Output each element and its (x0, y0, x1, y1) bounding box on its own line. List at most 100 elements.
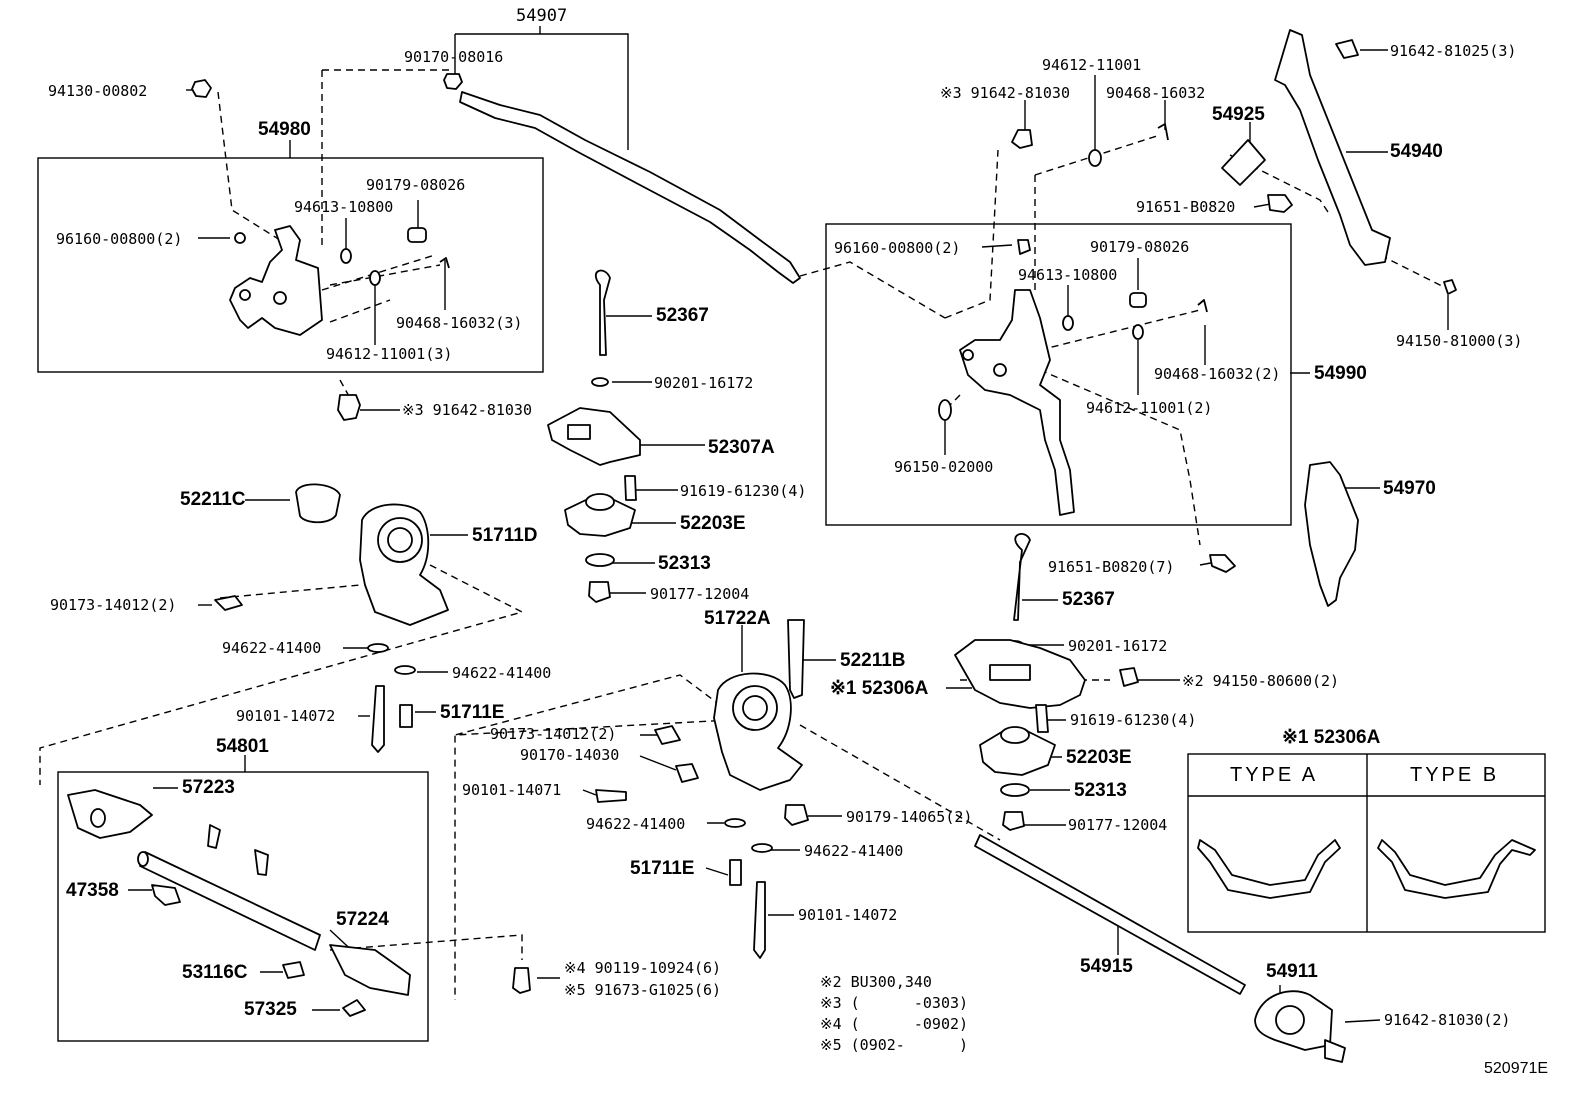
part-number-91619-61230: 91619-61230(4) (1070, 711, 1197, 729)
bolt-icon (624, 475, 637, 501)
part-number-96160-00800: 96160-00800(2) (56, 230, 183, 248)
part-number-94613-10800: 94613-10800 (1018, 266, 1118, 284)
nut-icon (784, 804, 809, 826)
part-number-54907: 54907 (516, 6, 568, 26)
part-number-52203E: 52203E (680, 513, 746, 534)
part-number-53116C: 53116C (182, 962, 248, 983)
bracket-assembly-54980 (229, 225, 323, 336)
plate-54925 (1221, 139, 1266, 186)
part-number-51711D: 51711D (472, 525, 538, 546)
group-box-54801 (57, 771, 429, 1042)
diagram-code: 520971E (1484, 1060, 1549, 1077)
part-number-94622-41400: 94622-41400 (586, 815, 686, 833)
part-number-91673-G1025: ※5 91673-G1025(6) (564, 981, 722, 999)
bolt-icon (595, 789, 627, 803)
part-number-90468-16032-3: 90468-16032(3) (396, 314, 523, 332)
part-number-90468-16032: 90468-16032 (1106, 84, 1206, 102)
part-number-90179-08026: 90179-08026 (366, 176, 466, 194)
part-number-94612-11001-3: 94612-11001(3) (326, 345, 453, 363)
bolt-icon (337, 394, 361, 421)
nut-icon (214, 595, 243, 611)
hook-bolt-52367 (1013, 533, 1031, 621)
bolt-icon (1335, 39, 1359, 59)
nut-icon (675, 763, 699, 783)
retainer-52307A (547, 407, 641, 466)
type-a-shape (1197, 839, 1341, 899)
plate-57325 (342, 999, 366, 1017)
part-number-94612-11001-2: 94612-11001(2) (1086, 399, 1213, 417)
part-number-90201-16172: 90201-16172 (654, 374, 754, 392)
rod-54915 (974, 834, 1246, 995)
type-b-header: TYPE B (1410, 764, 1500, 786)
footnote-5: ※5 (0902- ) (820, 1036, 969, 1054)
lever-assembly-54990 (959, 289, 1075, 516)
part-number-90101-14072: 90101-14072 (236, 707, 336, 725)
part-number-90177-12004: 90177-12004 (650, 585, 750, 603)
bolt-icon (1035, 704, 1049, 733)
part-number-52211C: 52211C (180, 489, 246, 510)
part-number-94622-41400: 94622-41400 (804, 842, 904, 860)
part-number-91642-81030-2: 91642-81030(2) (1384, 1011, 1511, 1029)
bracket-57223 (67, 789, 153, 839)
part-number-90101-14071: 90101-14071 (462, 781, 562, 799)
part-number-94150-81000: 94150-81000(3) (1396, 332, 1523, 350)
washer-52313 (1000, 783, 1030, 797)
part-number-90179-14065: 90179-14065(2) (846, 808, 973, 826)
bolt-icon (1324, 1039, 1346, 1063)
part-number-54915: 54915 (1080, 956, 1133, 977)
part-number-52203E: 52203E (1066, 747, 1132, 768)
bolt-icon (1267, 194, 1293, 213)
part-number-52367: 52367 (1062, 589, 1115, 610)
part-number-90468-16032-2: 90468-16032(2) (1154, 365, 1281, 383)
part-number-94622-41400: 94622-41400 (452, 664, 552, 682)
part-number-52367: 52367 (656, 305, 709, 326)
footnote-3: ※3 ( -0303) (820, 994, 969, 1012)
bolt-icon (371, 685, 385, 753)
part-number-57325: 57325 (244, 999, 297, 1020)
part-number-90201-16172: 90201-16172 (1068, 637, 1168, 655)
footnote-2: ※2 BU300,340 (820, 973, 932, 991)
part-number-90173-14012: 90173-14012(2) (490, 725, 617, 743)
sleeve-52211C (295, 483, 341, 524)
nut-icon (588, 581, 611, 603)
part-number-54940: 54940 (1390, 141, 1443, 162)
part-number-96150-02000: 96150-02000 (894, 458, 994, 476)
bolt-icon (1011, 129, 1033, 149)
type-b-shape (1377, 839, 1536, 899)
nut-icon (1119, 667, 1139, 687)
part-number-52307A: 52307A (708, 437, 775, 458)
part-number-52211B: 52211B (840, 650, 906, 671)
part-number-96160-00800: 96160-00800(2) (834, 239, 961, 257)
part-number-91642-81030: ※3 91642-81030 (940, 84, 1070, 102)
type-a-header: TYPE A (1230, 764, 1319, 786)
nut-icon (654, 725, 681, 745)
part-number-94130-00802: 94130-00802 (48, 82, 148, 100)
nut-icon (1017, 239, 1031, 255)
part-number-91651-B0820-7: 91651-B0820(7) (1048, 558, 1175, 576)
footnote-4: ※4 ( -0902) (820, 1015, 969, 1033)
part-number-54990: 54990 (1314, 363, 1367, 384)
nut-icon (1002, 811, 1025, 831)
part-number-94613-10800: 94613-10800 (294, 198, 394, 216)
part-number-94150-80600: ※2 94150-80600(2) (1182, 672, 1340, 690)
part-number-54970: 54970 (1383, 478, 1436, 499)
part-number-90170-14030: 90170-14030 (520, 746, 620, 764)
nut-icon (1443, 279, 1457, 295)
bolt-icon (753, 881, 766, 959)
part-number-51711E: 51711E (630, 858, 695, 879)
hook-bolt-52367 (594, 269, 611, 356)
part-number-90101-14072: 90101-14072 (798, 906, 898, 924)
type-table-title: ※1 52306A (1282, 727, 1381, 748)
part-number-51722A: 51722A (704, 608, 771, 629)
part-number-54925: 54925 (1212, 104, 1265, 125)
part-number-54801: 54801 (216, 736, 269, 757)
part-number-94612-11001: 94612-11001 (1042, 56, 1142, 74)
part-number-90179-08026: 90179-08026 (1090, 238, 1190, 256)
bracket-54970 (1304, 461, 1359, 607)
bolt-52211B (787, 619, 805, 699)
nut-icon (191, 79, 212, 98)
bolt-icon (1209, 554, 1236, 573)
part-number-54911: 54911 (1266, 961, 1318, 982)
part-number-51711E: 51711E (440, 702, 505, 723)
